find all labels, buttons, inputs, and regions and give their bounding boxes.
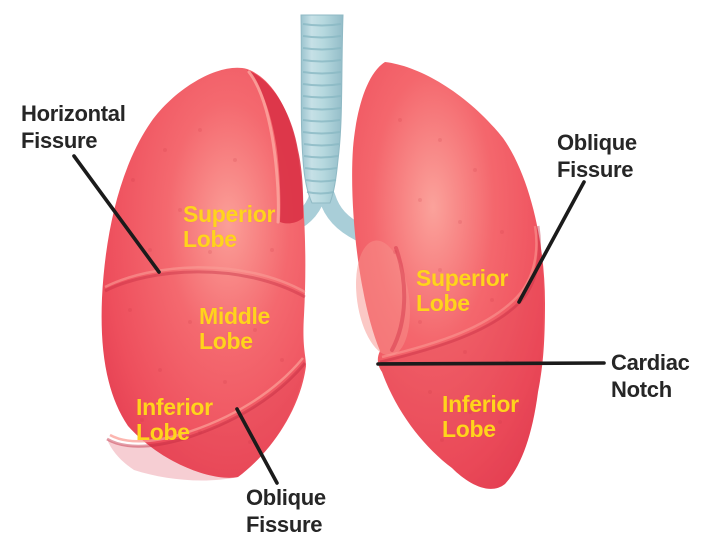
horizontal-fissure-leader-line — [72, 154, 161, 274]
left-lung-mediastinal-fold — [247, 70, 304, 224]
oblique-fissure-bottom-leader-line — [235, 407, 279, 485]
left-inferior-lobe-shade — [107, 363, 305, 481]
cardiac-notch-leader-line — [376, 361, 606, 366]
left-oblique-fissure-highlight — [109, 357, 304, 443]
left-lung-shape — [101, 67, 306, 478]
right-lung — [352, 62, 545, 489]
left-lung — [101, 67, 307, 481]
left-lung-speckles — [128, 128, 284, 444]
right-inferior-lobe-shade — [378, 226, 544, 489]
left-oblique-fissure-line — [106, 362, 307, 448]
horizontal-fissure-highlight — [104, 266, 306, 294]
right-lung-anterior-bump — [356, 240, 410, 356]
trachea-rings — [302, 23, 342, 195]
right-lung-bump-shadow — [390, 246, 407, 352]
right-oblique-fissure-line — [379, 225, 541, 364]
right-oblique-fissure-highlight — [381, 225, 538, 359]
left-lung-fold-highlight — [247, 70, 280, 224]
leader-lines — [72, 154, 606, 485]
trachea — [278, 14, 369, 242]
right-lung-shape — [352, 62, 545, 489]
oblique-fissure-right-leader-line — [517, 180, 586, 304]
horizontal-fissure-line — [104, 270, 306, 299]
